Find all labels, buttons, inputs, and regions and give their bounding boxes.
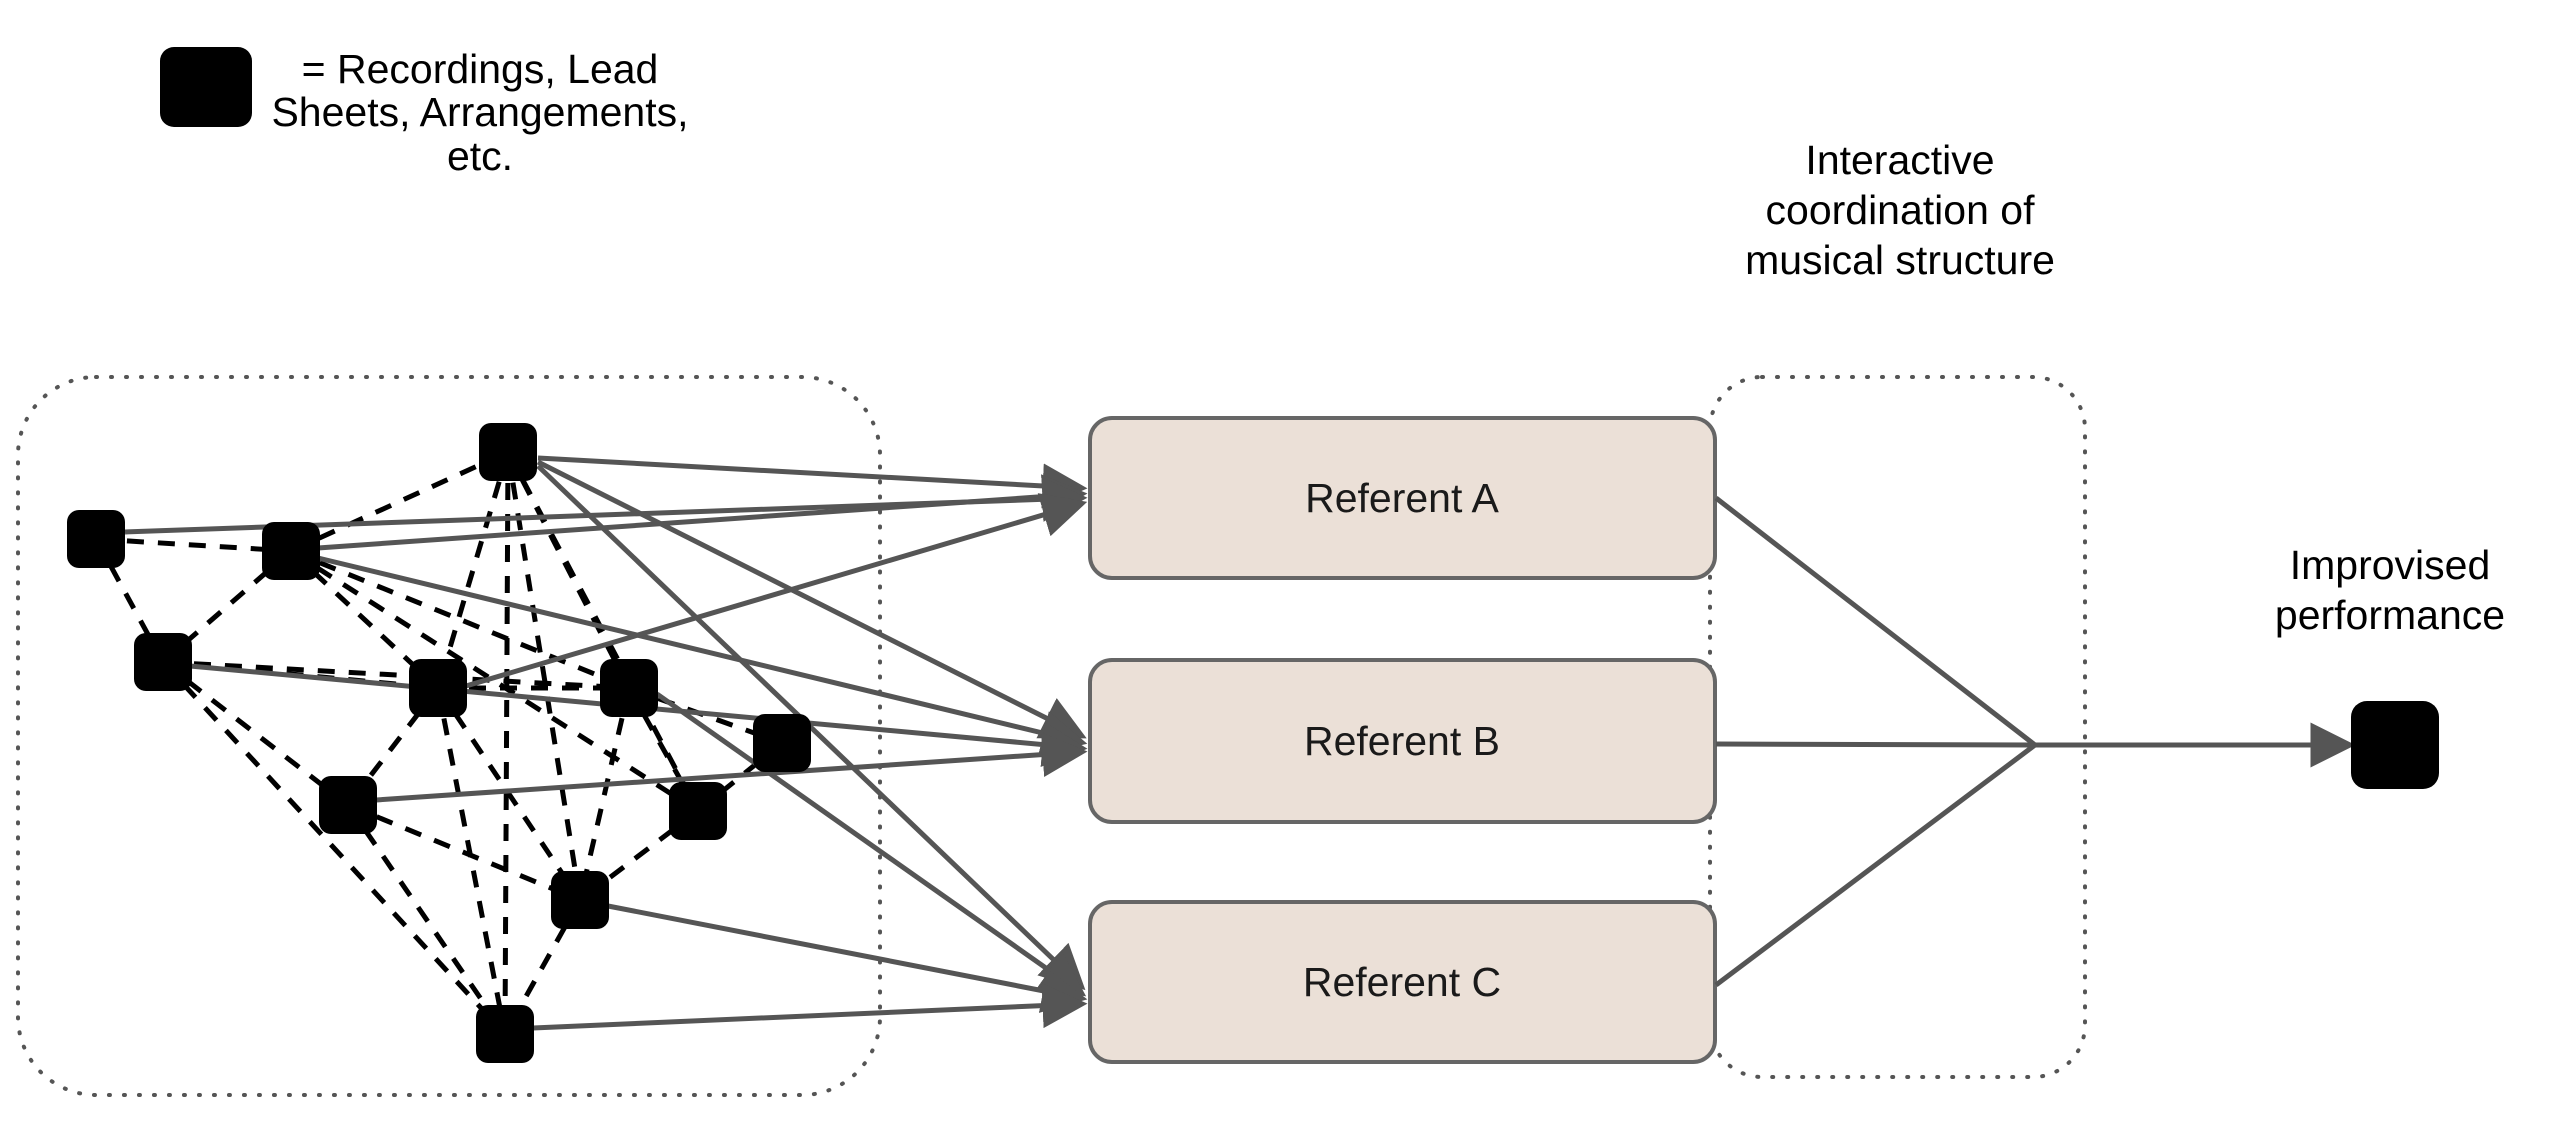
convergence-line-b <box>1715 741 2036 748</box>
legend-swatch-icon <box>160 47 252 127</box>
source-node <box>262 522 320 580</box>
dashed-edge <box>435 687 508 1035</box>
source-node <box>67 510 125 568</box>
dashed-edge <box>95 536 292 554</box>
source-node <box>600 659 658 717</box>
dashed-edge <box>162 659 630 691</box>
referent-arrow <box>537 455 1088 509</box>
referent-label-a: Referent A <box>1305 475 1499 521</box>
source-node <box>479 423 537 481</box>
source-node <box>319 776 377 834</box>
convergence-line-a <box>1714 496 2037 747</box>
referent-arrow <box>607 903 1088 1013</box>
dashed-edge <box>345 803 508 1036</box>
coordination-label: Interactive coordination of musical stru… <box>1745 137 2055 284</box>
dashed-edge <box>289 449 510 554</box>
dashed-edge <box>626 686 701 813</box>
dashed-edge <box>435 686 583 902</box>
referent-label-c: Referent C <box>1303 959 1501 1005</box>
dashed-edge <box>161 660 507 1036</box>
referent-arrow <box>317 555 1088 756</box>
improvised-performance-node <box>2351 701 2439 789</box>
dashed-edge <box>502 451 511 1035</box>
dashed-edge <box>577 687 632 901</box>
dashed-edge <box>505 450 701 813</box>
source-node-group <box>67 423 811 1063</box>
source-node <box>134 633 192 691</box>
convergence-line-group <box>1714 496 2356 987</box>
dashed-edge <box>93 537 166 664</box>
dotted-container-source-pool <box>16 375 882 1097</box>
referent-arrow <box>465 493 1088 689</box>
source-node <box>669 782 727 840</box>
improvised-performance-label: Improvised performance <box>2274 542 2506 639</box>
dashed-edge <box>346 686 440 807</box>
dashed-edge <box>347 802 581 903</box>
dashed-edge <box>161 660 350 807</box>
dotted-container-coordination <box>1708 375 2087 1079</box>
dashed-edge <box>435 451 511 689</box>
referent-arrow <box>536 459 1087 739</box>
source-node <box>476 1005 534 1063</box>
referent-arrow <box>532 983 1088 1031</box>
source-node <box>409 659 467 717</box>
convergence-line-c <box>1714 743 2037 987</box>
referent-arrow <box>375 732 1088 803</box>
referent-box-a[interactable]: Referent A <box>1088 416 1717 580</box>
dashed-edge <box>505 451 583 901</box>
source-node <box>753 714 811 772</box>
referent-arrow <box>655 691 1087 997</box>
referent-box-group: Referent A Referent B Referent C <box>1088 416 1717 1064</box>
referent-box-c[interactable]: Referent C <box>1088 900 1717 1064</box>
source-node <box>551 871 609 929</box>
legend-label: = Recordings, Lead Sheets, Arrangements,… <box>271 46 689 179</box>
referent-label-b: Referent B <box>1304 718 1500 764</box>
dashed-edge <box>578 809 700 902</box>
referent-box-b[interactable]: Referent B <box>1088 658 1717 824</box>
